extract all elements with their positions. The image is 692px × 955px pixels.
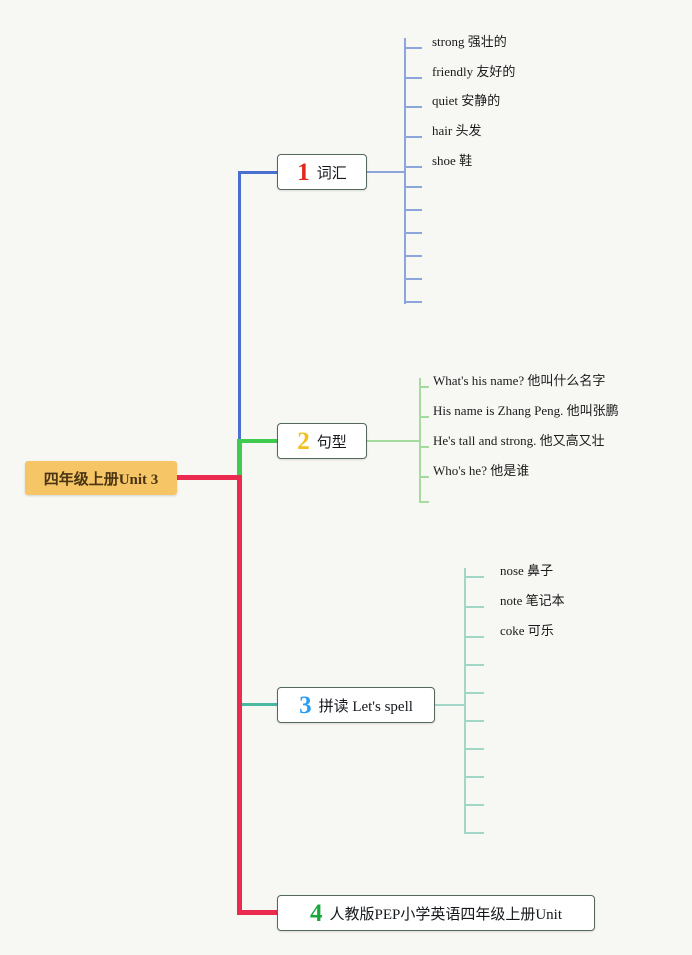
- branch-number: 3: [299, 691, 312, 719]
- branch3-leaf-link: [435, 704, 464, 706]
- empty-leaf-line: [404, 301, 422, 303]
- branch-number: 2: [297, 427, 310, 455]
- branch3-leaf-spine: [464, 568, 466, 834]
- empty-leaf-line: [464, 832, 484, 834]
- empty-leaf-line: [404, 186, 422, 188]
- leaf-item[interactable]: strong 强壮的: [432, 34, 507, 49]
- branch2-leaf-link: [367, 440, 419, 442]
- branch-number: 4: [309, 899, 323, 927]
- empty-leaf-line: [464, 804, 484, 806]
- branch1-leaf-spine: [404, 38, 406, 304]
- empty-leaf-line: [464, 720, 484, 722]
- leaf-item[interactable]: shoe 鞋: [432, 153, 473, 168]
- leaf-item[interactable]: nose 鼻子: [500, 563, 554, 578]
- leaf-item[interactable]: hair 头发: [432, 123, 482, 138]
- leaf-connector-line: [404, 77, 422, 79]
- empty-leaf-line: [404, 232, 422, 234]
- branch-node-vocabulary[interactable]: 1 词汇: [277, 154, 367, 190]
- leaf-connector-line: [419, 446, 429, 448]
- connector-root: [177, 475, 239, 480]
- connector-spine-red: [237, 475, 242, 915]
- branch-label: 词汇: [316, 165, 347, 182]
- branch-label: 拼读 Let's spell: [318, 698, 413, 715]
- leaf-item[interactable]: quiet 安静的: [432, 93, 501, 108]
- branch-label: 人教版PEP小学英语四年级上册Unit: [329, 906, 563, 923]
- empty-leaf-line: [404, 278, 422, 280]
- branch-number: 1: [297, 158, 310, 186]
- leaf-connector-line: [464, 576, 484, 578]
- leaf-item[interactable]: Who's he? 他是谁: [433, 463, 530, 478]
- leaf-connector-line: [404, 106, 422, 108]
- leaf-item[interactable]: His name is Zhang Peng. 他叫张鹏: [433, 403, 619, 418]
- leaf-connector-line: [419, 476, 429, 478]
- leaf-connector-line: [404, 166, 422, 168]
- root-node-label: 四年级上册Unit 3: [43, 471, 159, 488]
- connector-branch3: [242, 703, 277, 706]
- leaf-item[interactable]: What's his name? 他叫什么名字: [433, 373, 606, 388]
- branch-node-textbook[interactable]: 4 人教版PEP小学英语四年级上册Unit: [277, 895, 595, 931]
- empty-leaf-line: [419, 501, 429, 503]
- branch1-leaf-link: [367, 171, 404, 173]
- empty-leaf-line: [464, 748, 484, 750]
- connector-branch2: [242, 439, 277, 443]
- empty-leaf-line: [404, 209, 422, 211]
- connector-branch4: [237, 910, 277, 915]
- empty-leaf-line: [404, 255, 422, 257]
- leaf-item[interactable]: coke 可乐: [500, 623, 554, 638]
- leaf-connector-line: [419, 386, 429, 388]
- leaf-connector-line: [464, 606, 484, 608]
- empty-leaf-line: [464, 664, 484, 666]
- branch-label: 句型: [316, 434, 347, 451]
- leaf-connector-line: [404, 136, 422, 138]
- leaf-item[interactable]: He's tall and strong. 他又高又壮: [433, 433, 605, 448]
- leaf-connector-line: [464, 636, 484, 638]
- connector-branch1: [241, 171, 277, 174]
- leaf-connector-line: [419, 416, 429, 418]
- empty-leaf-line: [464, 692, 484, 694]
- leaf-item[interactable]: friendly 友好的: [432, 64, 516, 79]
- connector-spine-blue: [238, 171, 241, 439]
- connector-spine-green: [237, 439, 242, 475]
- leaf-connector-line: [404, 47, 422, 49]
- branch-node-spelling[interactable]: 3 拼读 Let's spell: [277, 687, 435, 723]
- root-node[interactable]: 四年级上册Unit 3: [25, 461, 177, 495]
- branch2-leaf-spine: [419, 378, 421, 502]
- branch-node-sentences[interactable]: 2 句型: [277, 423, 367, 459]
- leaf-item[interactable]: note 笔记本: [500, 593, 565, 608]
- empty-leaf-line: [464, 776, 484, 778]
